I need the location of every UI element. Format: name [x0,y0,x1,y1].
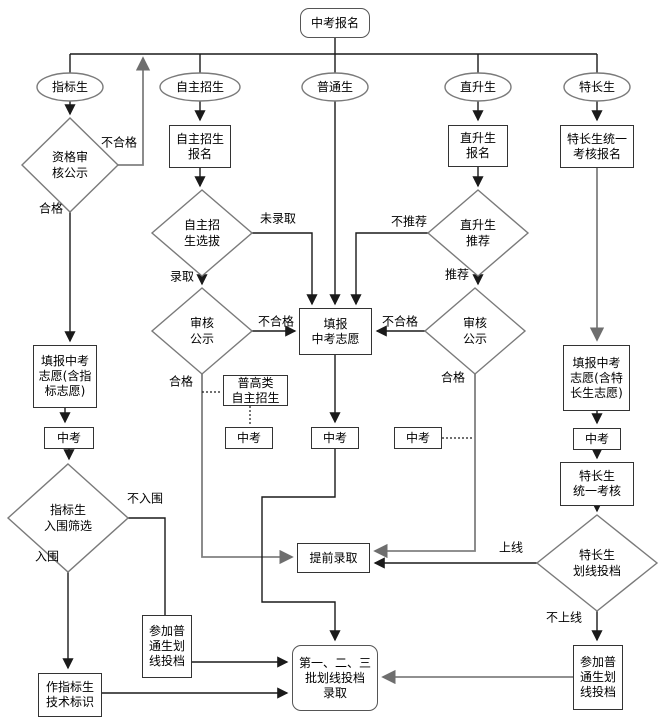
node-exam-autonomous: 中考 [225,427,273,449]
shape-category-quota [36,72,104,102]
shape-category-direct [444,72,512,102]
shape-category-autonomous [159,72,241,102]
node-quota-mark: 作指标生 技术标识 [38,673,102,717]
node-autonomous-signup: 自主招生 报名 [169,125,231,168]
node-fill-preference-quota: 填报中考 志愿(含指 标志愿) [33,345,97,408]
connector-rec-fail [350,232,428,306]
connector-exam-batch [261,449,341,642]
node-general-autonomous: 普高类 自主招生 [223,375,288,406]
connector-reviewright-pass [373,374,476,559]
node-early-admission: 提前录取 [297,543,370,573]
connector-screen-fail [128,517,166,615]
shape-review-right [423,287,527,375]
shape-autonomous-selection [150,189,254,277]
connector-sel-fail [252,232,318,306]
node-exam-direct: 中考 [394,427,442,449]
shape-direct-recommendation [426,189,530,277]
shape-review-left [150,287,254,375]
node-join-general-left: 参加普 通生划 线投档 [142,615,192,678]
node-direct-signup: 直升生 报名 [448,125,508,167]
node-exam-quota: 中考 [44,427,94,449]
node-talent-exam-signup: 特长生统一 考核报名 [560,125,634,168]
node-start: 中考报名 [300,8,370,38]
node-exam-regular: 中考 [311,427,359,449]
shape-talent-cutoff [535,514,659,612]
node-fill-preference-talent: 填报中考 志愿(含特 长生志愿) [563,345,630,411]
node-batch-admission: 第一、二、三 批划线投档 录取 [292,645,378,711]
node-fill-preference: 填报 中考志愿 [299,308,372,355]
node-talent-unified-exam: 特长生 统一考核 [560,462,634,506]
node-join-general-right: 参加普 通生划 线投档 [573,645,623,710]
shape-category-regular [301,72,369,102]
node-exam-talent: 中考 [573,428,621,450]
connector-qual-fail-back [118,56,151,166]
shape-qualification-review [20,117,120,213]
shape-quota-screening [6,463,130,573]
shape-category-talent [563,72,631,102]
